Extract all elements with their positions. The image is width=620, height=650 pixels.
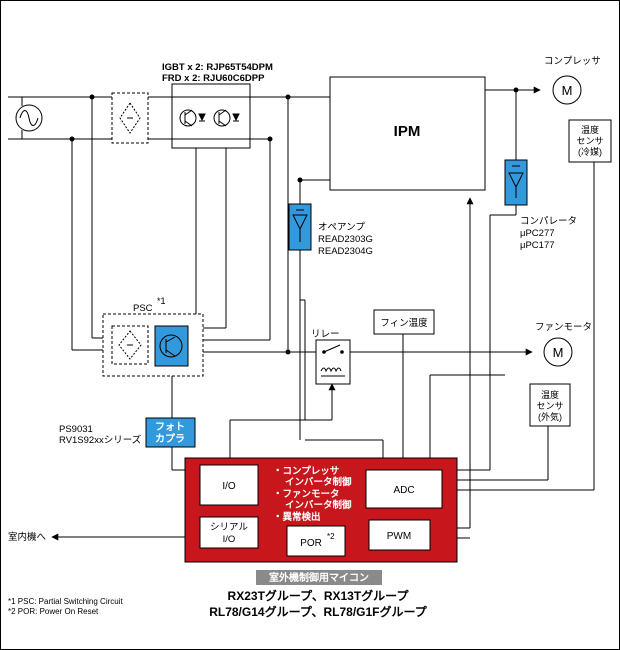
photocoupler-line1: フォト <box>155 421 185 433</box>
fin-temp-label: フィン温度 <box>380 317 428 329</box>
igbt-module <box>171 83 251 149</box>
frd-part-text: FRD x 2: RJU60C6DPP <box>162 73 265 84</box>
ipm-label: IPM <box>394 123 421 140</box>
opamp-icon <box>288 203 312 251</box>
opamp-part2: READ2304G <box>318 246 373 257</box>
ac-source-icon <box>15 104 43 132</box>
mcu-caption-badge <box>256 570 382 585</box>
temp-sensor-outside <box>529 383 571 427</box>
groups-line1: RX23Tグループ、RX13Tグループ <box>228 588 410 603</box>
junction-dots <box>69 87 519 355</box>
fan-motor-letter: M <box>553 345 564 360</box>
photocoupler-line2: カプラ <box>155 432 185 445</box>
compressor-label: コンプレッサ <box>544 56 601 67</box>
ps-part-line2: RV1S92xxシリーズ <box>59 434 142 446</box>
mcu-adc-block <box>365 469 443 509</box>
temp-sensor-outside-line1: 温度 <box>541 389 559 400</box>
mcu-serial-line2: I/O <box>223 534 236 545</box>
comparator-part2: μPC177 <box>520 240 555 251</box>
temp-sensor-outside-line3: (外気) <box>538 411 562 422</box>
igbt-part-text: IGBT x 2: RJP65T54DPM <box>162 62 273 73</box>
ipm-block <box>329 76 486 191</box>
indoor-label: 室内機へ <box>8 531 47 543</box>
ps-part-line1: PS9031 <box>59 424 93 435</box>
igbt-transistor-icon <box>213 109 240 127</box>
footnote-1: *1 PSC: Partial Switching Circuit <box>8 597 123 606</box>
fin-temp-sensor <box>373 309 435 335</box>
mcu-io-block <box>199 464 259 506</box>
mcu-function-1: ・コンプレッサ <box>273 465 339 477</box>
psc-transistor-icon <box>154 325 189 367</box>
fan-motor-icon <box>543 337 573 367</box>
comparator-label: コンパレータ <box>520 216 577 227</box>
comparator-part1: μPC277 <box>520 228 555 239</box>
temp-sensor-outside-line2: センサ <box>536 401 563 411</box>
groups-line2: RL78/G14グループ、RL78/G1Fグループ <box>209 604 428 619</box>
opamp-part1: READ2303G <box>318 234 373 245</box>
compressor-motor-letter: M <box>562 83 573 98</box>
psc-note: *1 <box>157 296 166 306</box>
temp-sensor-refrigerant-line2: センサ <box>576 136 603 146</box>
footnote-2: *2 POR: Power On Reset <box>8 607 99 616</box>
mcu-serial-block <box>199 516 259 549</box>
mcu-function-4: インバータ制御 <box>285 499 352 511</box>
mcu-por-block <box>286 525 346 557</box>
mcu-function-5: ・異常検出 <box>273 511 321 523</box>
psc-bridge-icon <box>111 325 149 365</box>
comparator-icon <box>504 159 528 206</box>
temp-sensor-refrigerant-line3: (冷媒) <box>578 146 602 157</box>
psc-label: PSC <box>133 303 153 314</box>
temp-sensor-refrigerant-line1: 温度 <box>581 124 599 135</box>
opamp-label: オペアンプ <box>318 222 365 233</box>
mcu-io-label: I/O <box>222 481 236 492</box>
mcu-pwm-block <box>368 519 431 551</box>
mcu-function-3: ・ファンモータ <box>273 488 340 500</box>
mcu-function-2: インバータ制御 <box>285 476 352 488</box>
mcu-caption: 室外機制御用マイコン <box>269 571 369 584</box>
mcu-por-note: *2 <box>327 532 335 541</box>
compressor-motor-icon <box>552 75 582 105</box>
relay-label: リレー <box>311 329 340 340</box>
relay-icon <box>315 339 351 385</box>
mcu-adc-label: ADC <box>393 485 414 496</box>
mcu-serial-line1: シリアル <box>210 522 248 533</box>
igbt-transistor-icon <box>179 109 206 127</box>
photocoupler-block <box>145 417 196 448</box>
fan-motor-label: ファンモータ <box>535 322 592 333</box>
mcu-pwm-label: PWM <box>387 531 411 542</box>
temp-sensor-refrigerant <box>568 119 612 163</box>
mcu-por-label: POR <box>300 538 322 549</box>
rectifier-bridge-icon <box>111 92 149 144</box>
